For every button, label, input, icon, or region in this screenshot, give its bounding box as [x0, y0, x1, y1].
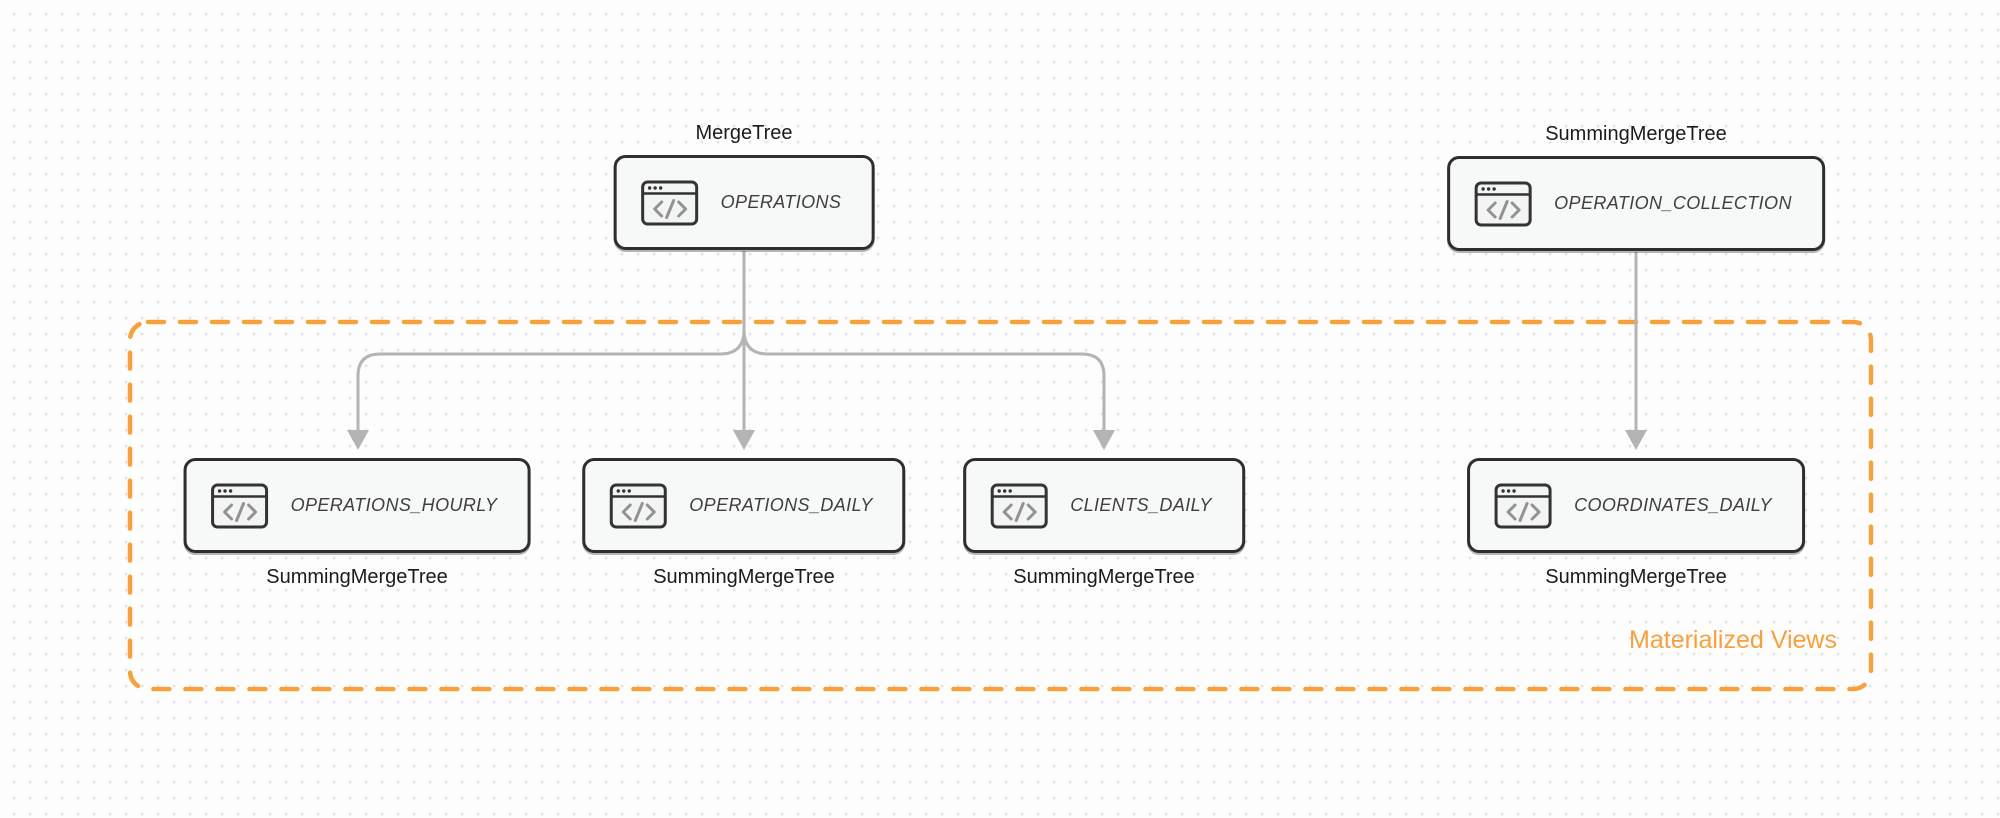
arrowhead-icon [347, 430, 369, 450]
engine-label: SummingMergeTree [266, 566, 448, 588]
arrowhead-icon [733, 430, 755, 450]
table-box-operation-collection: OPERATION_COLLECTION [1447, 156, 1825, 251]
table-node-operations-hourly: OPERATIONS_HOURLY SummingMergeTree [183, 458, 531, 589]
table-box-operations-daily: OPERATIONS_DAILY [582, 458, 906, 553]
materialized-views-group-border [127, 319, 1874, 692]
engine-label: SummingMergeTree [1545, 566, 1727, 588]
table-box-clients-daily: CLIENTS_DAILY [963, 458, 1245, 553]
table-name: OPERATIONS_DAILY [689, 495, 873, 515]
arrowhead-icon [1093, 430, 1115, 450]
table-box-coordinates-daily: COORDINATES_DAILY [1467, 458, 1805, 553]
arrow-operations-to-clients-daily [742, 329, 1115, 450]
code-window-icon [641, 180, 699, 225]
table-name: CLIENTS_DAILY [1070, 495, 1212, 515]
arrowhead-icon [1625, 430, 1647, 450]
materialized-views-label: Materialized Views [1629, 626, 1837, 654]
table-name: COORDINATES_DAILY [1574, 495, 1772, 515]
table-node-coordinates-daily: COORDINATES_DAILY SummingMergeTree [1467, 458, 1805, 589]
engine-label: SummingMergeTree [653, 566, 835, 588]
engine-label: MergeTree [695, 122, 793, 144]
table-name: OPERATION_COLLECTION [1554, 193, 1792, 213]
table-node-operations-daily: OPERATIONS_DAILY SummingMergeTree [582, 458, 906, 589]
table-name: OPERATIONS_HOURLY [290, 495, 498, 515]
arrow-operation-collection-to-coordinates-daily [1625, 252, 1647, 450]
table-node-operations: MergeTree OPERATIONS [613, 121, 875, 250]
engine-label: SummingMergeTree [1545, 123, 1727, 145]
arrow-operations-to-operations-hourly [347, 329, 746, 450]
table-box-operations-hourly: OPERATIONS_HOURLY [183, 458, 531, 553]
table-box-operations: OPERATIONS [613, 155, 875, 250]
engine-label: SummingMergeTree [1013, 566, 1195, 588]
code-window-icon [1494, 483, 1552, 528]
table-node-operation-collection: SummingMergeTree OPERATION_COLLECTION [1447, 122, 1825, 251]
arrow-operations-to-operations-daily [733, 251, 755, 450]
table-name: OPERATIONS [720, 192, 842, 212]
code-window-icon [1474, 181, 1532, 226]
code-window-icon [211, 483, 269, 528]
code-window-icon [990, 483, 1048, 528]
table-node-clients-daily: CLIENTS_DAILY SummingMergeTree [963, 458, 1245, 589]
code-window-icon [609, 483, 667, 528]
